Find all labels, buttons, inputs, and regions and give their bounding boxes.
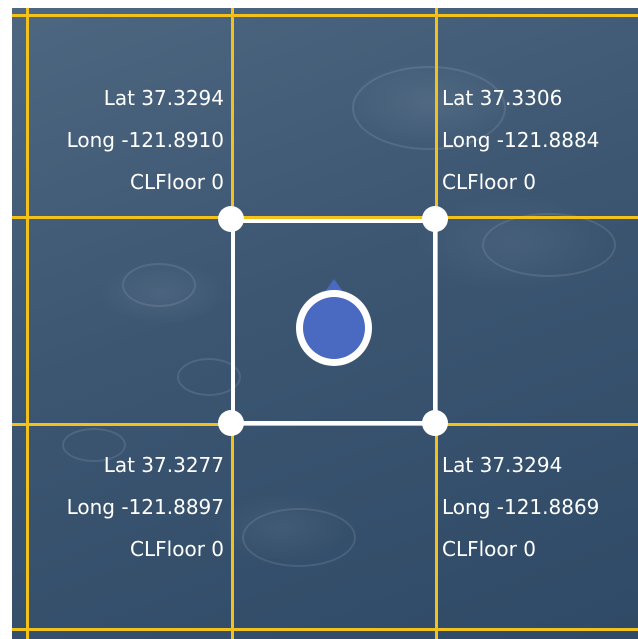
- user-location-dot: [303, 297, 365, 359]
- ripple-decoration: [177, 358, 241, 396]
- latitude-label: Lat 37.3277: [103, 453, 224, 477]
- corner-handle-bottom-right[interactable]: [422, 410, 448, 436]
- cell-top-left-coordinates: Lat 37.3294 Long -121.8910 CLFloor 0: [67, 77, 224, 203]
- cell-top-right-coordinates: Lat 37.3306 Long -121.8884 CLFloor 0: [442, 77, 599, 203]
- grid-line-horizontal: [12, 14, 638, 17]
- longitude-label: Long -121.8910: [66, 128, 224, 152]
- corner-handle-top-left[interactable]: [218, 206, 244, 232]
- corner-handle-bottom-left[interactable]: [218, 410, 244, 436]
- grid-line-horizontal: [12, 216, 638, 219]
- ripple-decoration: [242, 508, 356, 567]
- longitude-label: Long -121.8884: [442, 128, 600, 152]
- heading-arrow-icon: [324, 279, 344, 293]
- longitude-label: Long -121.8869: [442, 495, 600, 519]
- ripple-decoration: [482, 213, 616, 277]
- latitude-label: Lat 37.3294: [442, 453, 563, 477]
- floor-label: CLFloor 0: [442, 170, 536, 194]
- map-view[interactable]: Lat 37.3294 Long -121.8910 CLFloor 0 Lat…: [12, 8, 638, 639]
- latitude-label: Lat 37.3294: [103, 86, 224, 110]
- ripple-decoration: [122, 263, 196, 307]
- floor-label: CLFloor 0: [130, 170, 224, 194]
- ripple-decoration: [352, 66, 506, 150]
- grid-line-vertical: [26, 8, 29, 639]
- floor-label: CLFloor 0: [130, 537, 224, 561]
- latitude-label: Lat 37.3306: [442, 86, 563, 110]
- cell-bottom-right-coordinates: Lat 37.3294 Long -121.8869 CLFloor 0: [442, 444, 599, 570]
- longitude-label: Long -121.8897: [66, 495, 224, 519]
- grid-line-horizontal: [12, 628, 638, 631]
- corner-handle-top-right[interactable]: [422, 206, 448, 232]
- floor-label: CLFloor 0: [442, 537, 536, 561]
- selection-square[interactable]: [231, 219, 437, 425]
- cell-bottom-left-coordinates: Lat 37.3277 Long -121.8897 CLFloor 0: [67, 444, 224, 570]
- ripple-decoration: [62, 428, 126, 462]
